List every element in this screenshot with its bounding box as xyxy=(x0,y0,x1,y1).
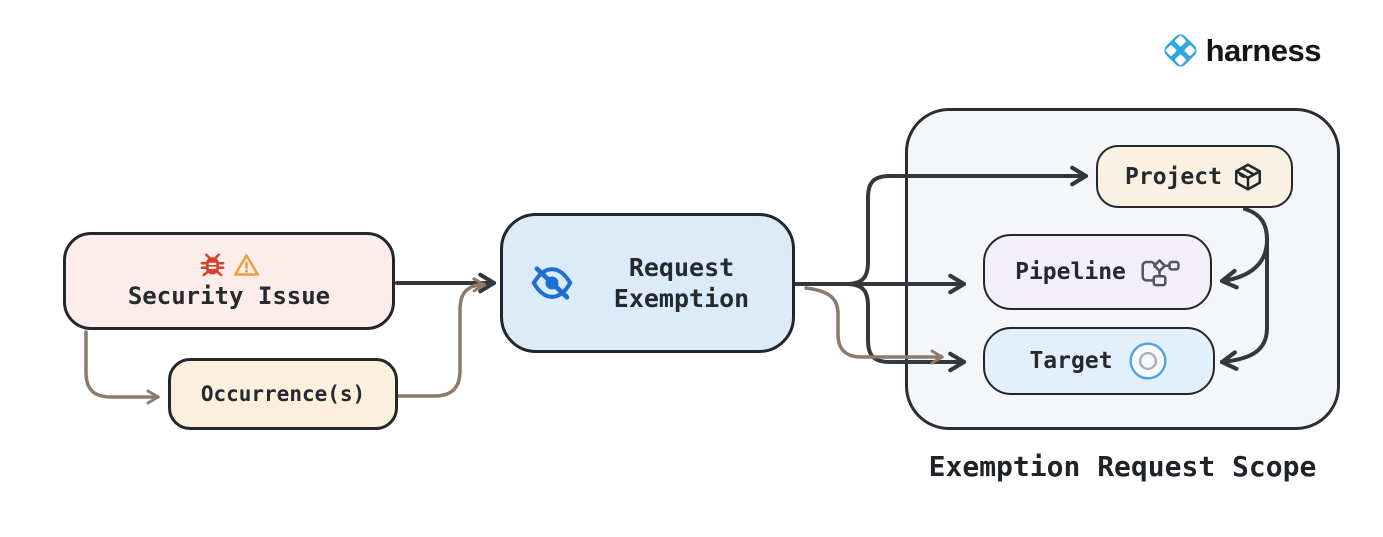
scope-caption: Exemption Request Scope xyxy=(928,450,1317,483)
warning-icon xyxy=(233,252,260,279)
bug-icon xyxy=(199,252,226,279)
occurrences-node: Occurrence(s) xyxy=(168,358,398,430)
edge-occurrences-to-request xyxy=(396,277,486,398)
occurrences-label: Occurrence(s) xyxy=(200,382,366,406)
pipeline-node: Pipeline xyxy=(983,234,1212,310)
project-node: Project xyxy=(1096,145,1293,208)
security-issue-label: Security Issue xyxy=(127,282,331,310)
target-label: Target xyxy=(1029,348,1113,374)
pipeline-label: Pipeline xyxy=(1015,259,1126,285)
security-issue-node: Security Issue xyxy=(63,232,395,330)
target-node: Target xyxy=(983,327,1215,395)
harness-logo: harness xyxy=(1160,30,1322,71)
project-label: Project xyxy=(1125,163,1222,190)
request-exemption-node: Request Exemption xyxy=(500,213,795,353)
harness-wordmark: harness xyxy=(1205,32,1322,68)
target-icon xyxy=(1127,340,1169,382)
harness-diamond-icon xyxy=(1160,30,1201,71)
edge-security-to-occurrences xyxy=(84,330,160,405)
pipeline-flow-icon xyxy=(1138,257,1180,287)
eye-off-icon xyxy=(526,260,578,306)
package-box-icon xyxy=(1232,161,1264,193)
security-issue-icons xyxy=(199,252,260,279)
request-exemption-label: Request Exemption xyxy=(613,252,750,313)
